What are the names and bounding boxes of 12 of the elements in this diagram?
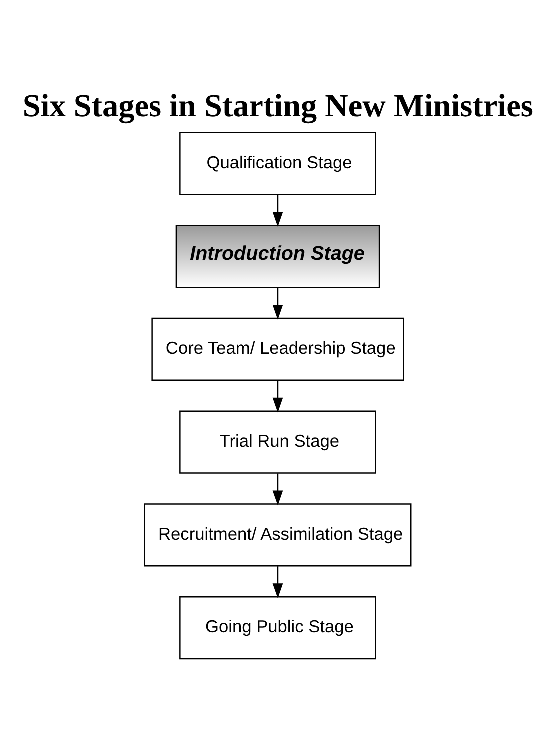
- node-box: Recruitment/ Assimilation Stage: [144, 503, 412, 566]
- node-box: Introduction Stage: [176, 224, 380, 288]
- arrow: [272, 194, 284, 226]
- arrow: [272, 473, 284, 506]
- node-box: Qualification Stage: [180, 132, 376, 195]
- node-box: Going Public Stage: [180, 596, 376, 660]
- arrow: [272, 566, 284, 598]
- arrow: [272, 287, 284, 320]
- arrow: [272, 380, 284, 412]
- node-box: Trial Run Stage: [180, 410, 376, 474]
- node-box: Core Team/ Leadership Stage: [152, 317, 404, 381]
- diagram-title: Six Stages in Starting New Ministries: [22, 86, 534, 123]
